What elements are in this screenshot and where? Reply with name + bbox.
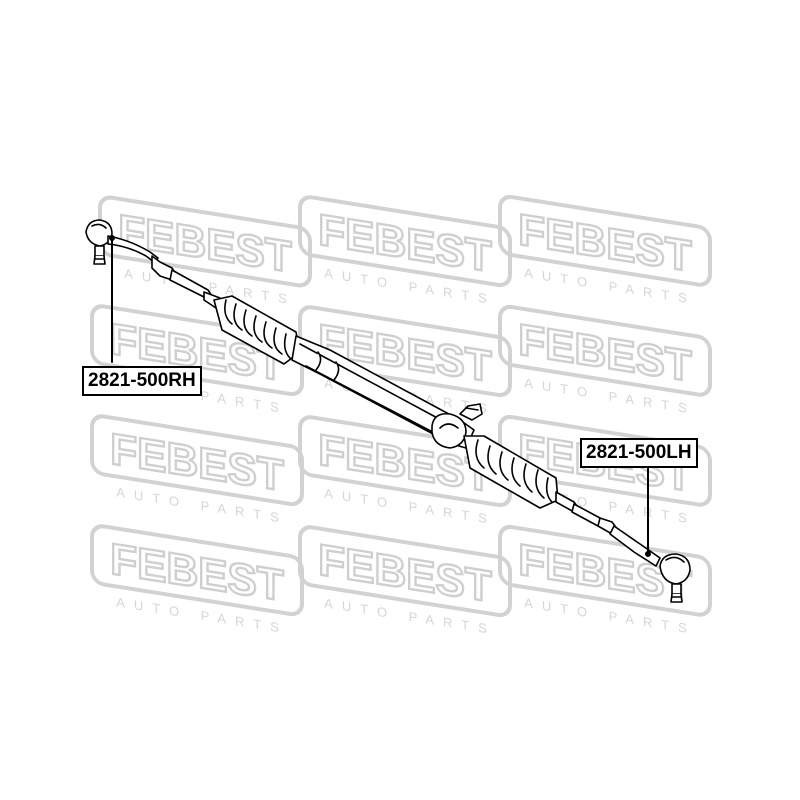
watermark-logo: FEBEST AUTO PARTS (298, 525, 512, 638)
bellows-boot-right (463, 435, 559, 509)
watermark-logo: FEBEST AUTO PARTS (498, 304, 712, 417)
tie-rod-right-shaft (151, 255, 223, 309)
steering-rack-assembly (85, 219, 691, 603)
tie-rod-end-right (85, 219, 159, 363)
tie-rod-end-left (644, 461, 691, 603)
watermark-logo: FEBEST AUTO PARTS (90, 414, 304, 527)
watermark-logo: FEBEST AUTO PARTS (90, 524, 304, 637)
part-number-callout-lh: 2821-500LH (580, 438, 698, 468)
watermark-logo: FEBEST AUTO PARTS (298, 195, 512, 308)
watermark-logo: FEBEST AUTO PARTS (498, 194, 712, 307)
part-number-callout-rh: 2821-500RH (82, 366, 202, 396)
rack-housing (291, 335, 483, 449)
